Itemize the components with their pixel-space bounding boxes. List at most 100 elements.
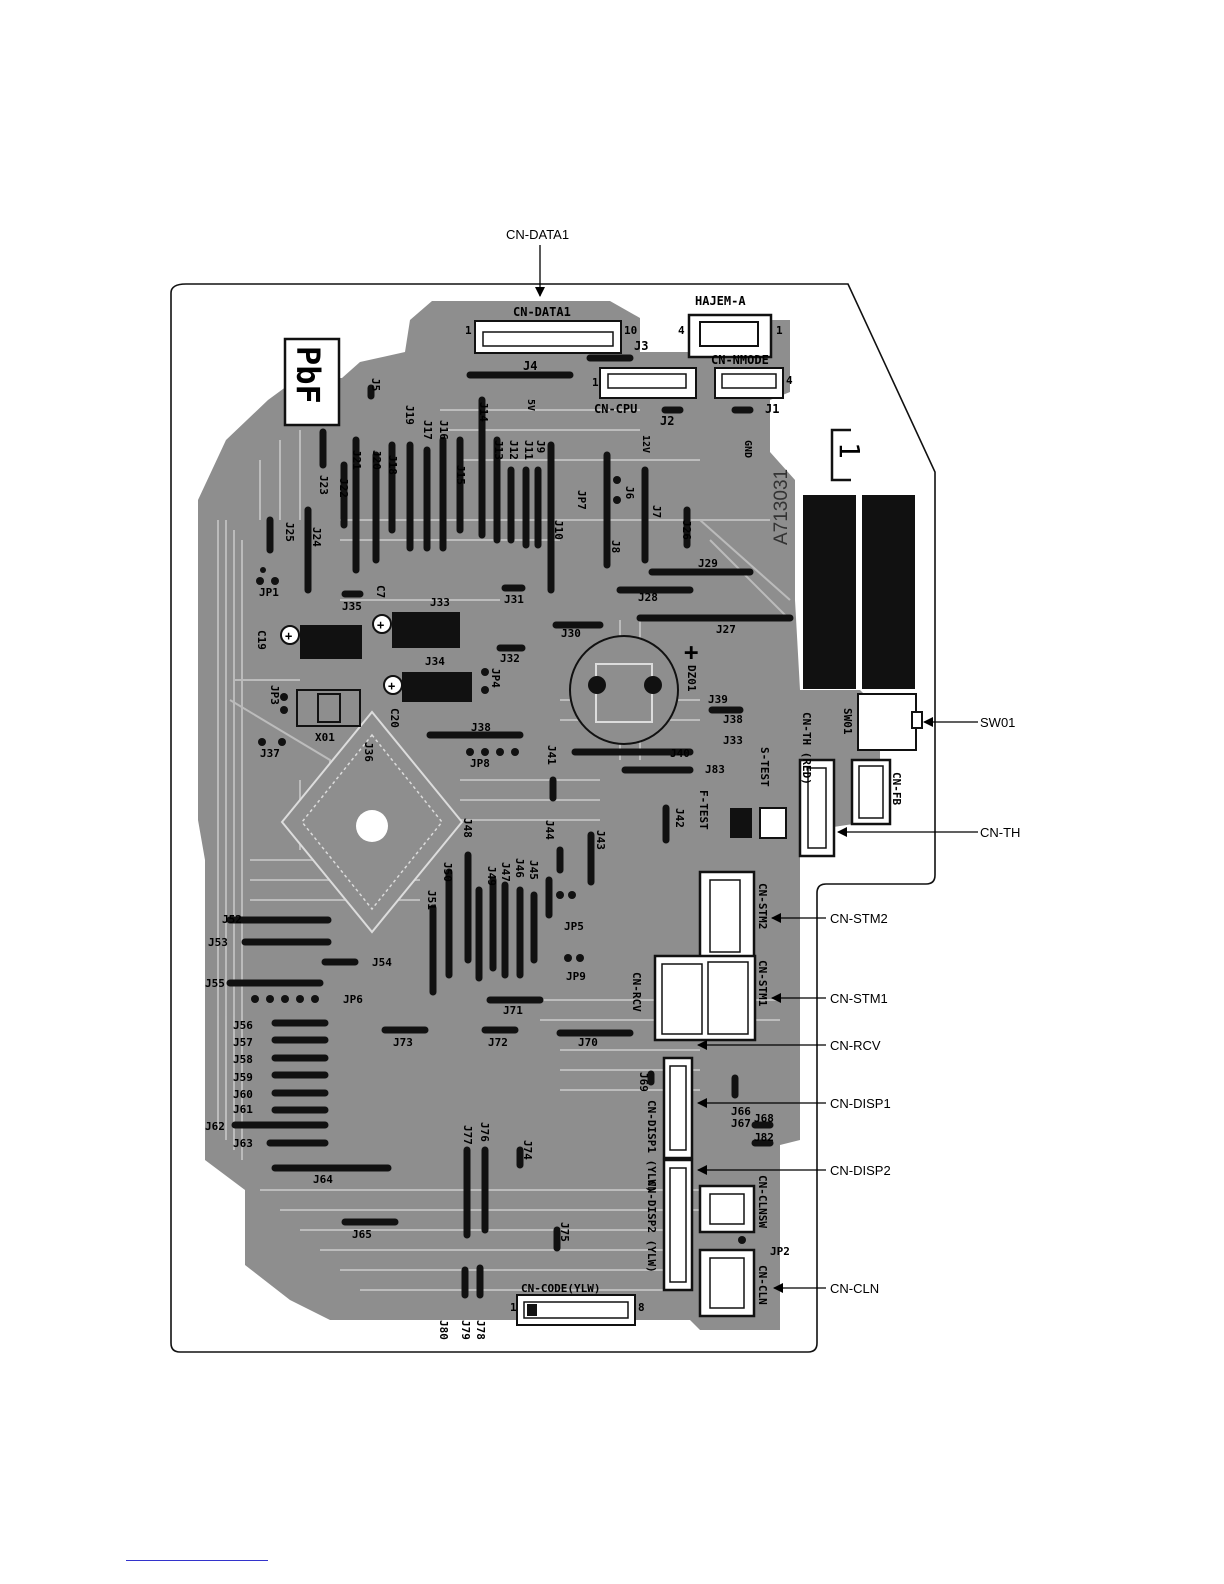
silk-j34: J34 [425, 655, 445, 668]
jumper-pads [251, 476, 746, 1244]
silk-dz01: DZ01 [685, 665, 698, 692]
silk-cn-cln: CN-CLN [756, 1265, 769, 1305]
silk-j22: J22 [337, 478, 350, 498]
silk-j43: J43 [594, 830, 607, 850]
silk-j10: J10 [552, 520, 565, 540]
main-ic [280, 710, 464, 934]
silk-j32: J32 [500, 652, 520, 665]
silk-j23: J23 [317, 475, 330, 495]
silk-5v: 5V [525, 399, 536, 411]
jumper-bars [226, 354, 794, 1299]
silk-j49: J49 [485, 866, 498, 886]
silk-pin-8-code: 8 [638, 1301, 645, 1314]
silk-12v: 12V [640, 435, 651, 453]
silk-j41: J41 [545, 745, 558, 765]
connector-cn-fb-outline [850, 758, 892, 826]
silk-cn-stm1: CN-STM1 [756, 960, 769, 1007]
silk-cn-code: CN-CODE(YLW) [521, 1282, 600, 1295]
silk-pin-10-data1: 10 [624, 324, 637, 337]
callout-cn-stm2: CN-STM2 [830, 911, 888, 926]
silk-j68: J68 [754, 1112, 774, 1125]
silk-pin-1-code: 1 [510, 1301, 517, 1314]
silk-cn-cpu: CN-CPU [594, 402, 637, 416]
silk-j38: J38 [471, 721, 491, 734]
silk-j28: J28 [638, 591, 658, 604]
silk-j35: J35 [342, 600, 362, 613]
silk-j20: J20 [370, 450, 383, 470]
sheet-mark-bracket [830, 428, 851, 482]
silk-j7: J7 [650, 505, 663, 518]
sheet-mark-text: 1 [833, 442, 866, 459]
svg-text:+: + [388, 679, 395, 693]
silk-j11: J11 [522, 440, 535, 460]
footer-rule [126, 1560, 268, 1561]
callout-cn-cln: CN-CLN [830, 1281, 879, 1296]
silk-pin-1-hajem: 1 [776, 324, 783, 337]
silk-dz01-plus: + [684, 638, 698, 666]
silk-j33b: J33 [723, 734, 743, 747]
callout-cn-disp2: CN-DISP2 [830, 1163, 891, 1178]
silk-j69: J69 [637, 1072, 650, 1092]
silk-j21: J21 [350, 450, 363, 470]
silk-j83: J83 [705, 763, 725, 776]
silk-j67: J67 [731, 1117, 751, 1130]
silk-cn-clnsw: CN-CLNSW [756, 1175, 769, 1228]
silk-j76: J76 [478, 1122, 491, 1142]
silk-j61: J61 [233, 1103, 253, 1116]
pbf-mark-text: PbF [289, 346, 327, 404]
power-block-left [803, 495, 856, 689]
silk-j58: J58 [233, 1053, 253, 1066]
callout-leaders [535, 245, 978, 1293]
silk-j60: J60 [233, 1088, 253, 1101]
silk-j26: J26 [680, 520, 693, 540]
silk-jp8: JP8 [470, 757, 490, 770]
silk-cn-stm2: CN-STM2 [756, 883, 769, 929]
callout-sw01: SW01 [980, 715, 1015, 730]
silk-j38b: J38 [723, 713, 743, 726]
silk-j80: J80 [437, 1320, 450, 1340]
silk-cn-fb: CN-FB [890, 772, 903, 805]
silk-j66: J66 [731, 1105, 751, 1118]
silk-j52: J52 [222, 913, 242, 926]
silk-j29: J29 [698, 557, 718, 570]
connector-cn-disp2-outline [662, 1158, 694, 1292]
silk-j4: J4 [523, 359, 537, 373]
silk-pin-4-hajem: 4 [678, 324, 685, 337]
silk-j12: J12 [507, 440, 520, 460]
connector-cn-data1-outline [474, 320, 622, 354]
silk-j16: J16 [437, 420, 450, 440]
silk-jp2: JP2 [770, 1245, 790, 1258]
silk-sw01: SW01 [841, 708, 854, 735]
silk-jp4: JP4 [489, 668, 502, 688]
silk-j15: J15 [454, 465, 467, 485]
silk-s-test: S-TEST [758, 747, 771, 787]
silk-j25: J25 [283, 522, 296, 542]
silk-j30: J30 [561, 627, 581, 640]
silk-j75: J75 [558, 1222, 571, 1242]
silk-j44: J44 [543, 820, 556, 840]
silk-gnd: GND [742, 440, 753, 458]
callout-cn-rcv: CN-RCV [830, 1038, 881, 1053]
connector-cn-cpu-outline [599, 367, 697, 399]
silk-j71: J71 [503, 1004, 523, 1017]
silk-j53: J53 [208, 936, 228, 949]
silk-j37: J37 [260, 747, 280, 760]
connector-hajem-a-outline [687, 313, 773, 359]
silk-j42: J42 [673, 808, 686, 828]
cap-c7: + [372, 612, 460, 648]
silk-cn-nmode: CN-NMODE [711, 353, 769, 367]
silk-j14: J14 [477, 402, 490, 422]
silk-j40: J40 [670, 747, 690, 760]
silk-j74: J74 [521, 1140, 534, 1160]
silk-j79: J79 [459, 1320, 472, 1340]
silk-j33: J33 [430, 596, 450, 609]
silk-j39: J39 [708, 693, 728, 706]
silk-j50: J50 [441, 862, 454, 882]
silk-j70: J70 [578, 1036, 598, 1049]
callout-cn-stm1: CN-STM1 [830, 991, 888, 1006]
silk-j63: J63 [233, 1137, 253, 1150]
cn-code-pins [527, 1304, 537, 1316]
power-block-right [862, 495, 915, 689]
silk-j48: J48 [461, 818, 474, 838]
